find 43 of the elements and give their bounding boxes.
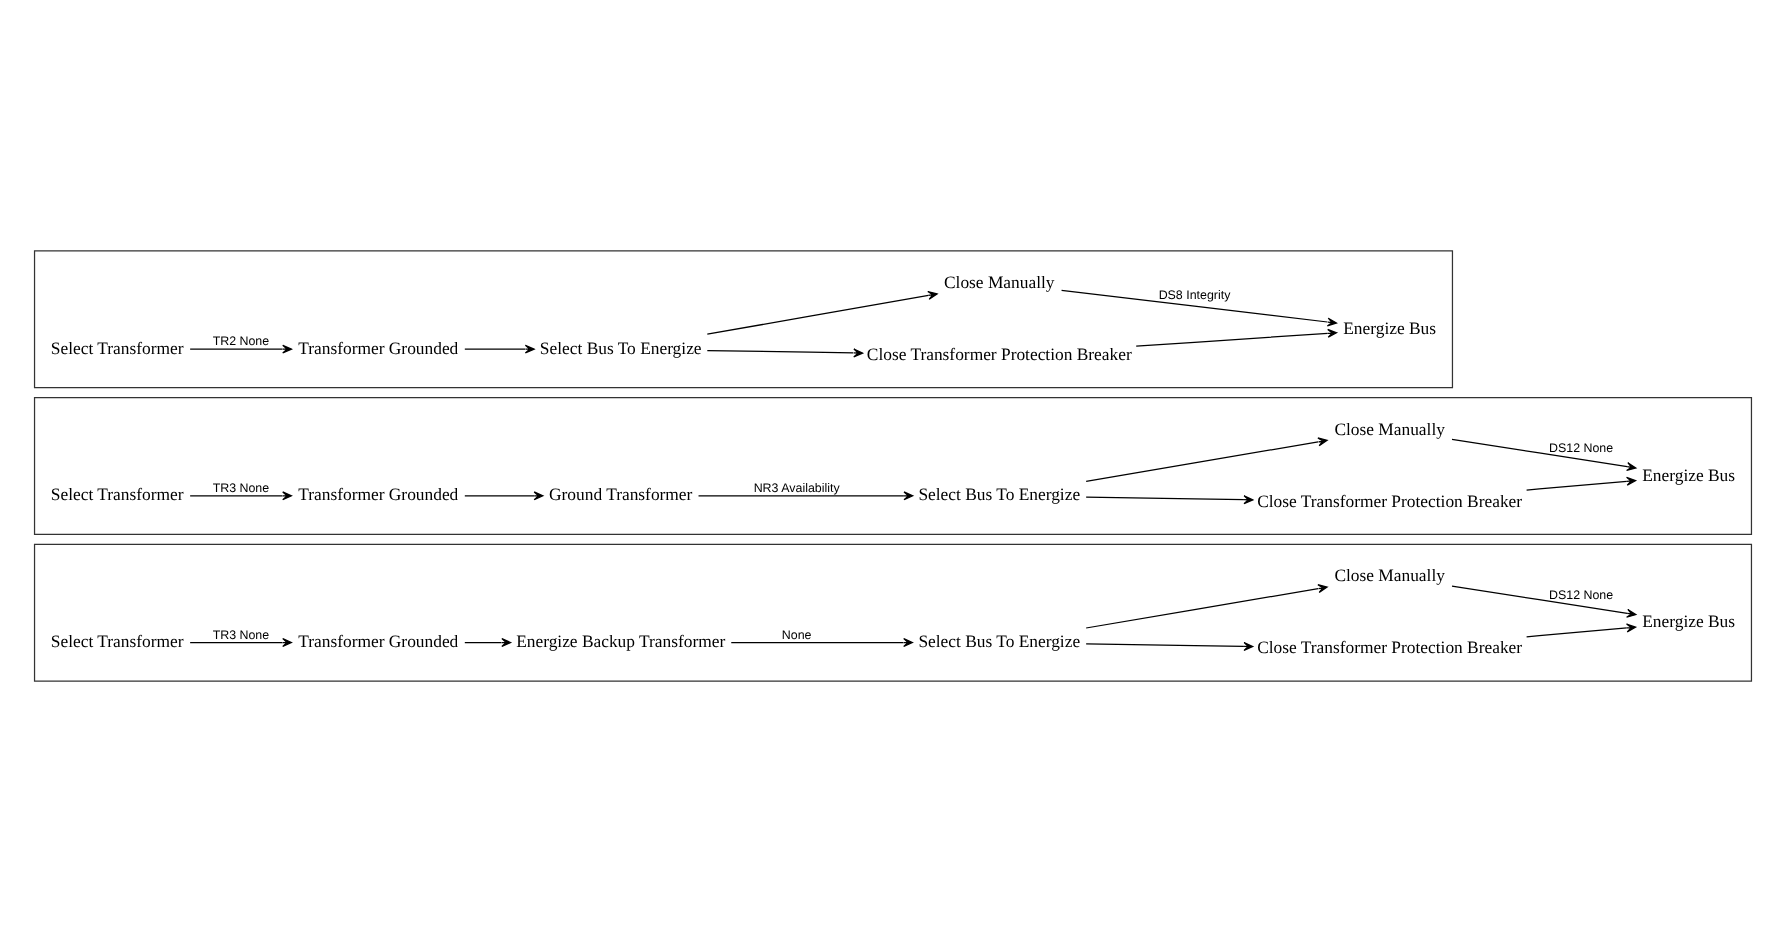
- node-text: Close Manually: [1334, 565, 1445, 586]
- arrow: [697, 491, 914, 501]
- arrow: [1085, 641, 1254, 651]
- node-text: Transformer Grounded: [298, 631, 459, 652]
- node-text: Energize Bus: [1343, 317, 1437, 338]
- arrow: [464, 344, 535, 354]
- node-text: Select Transformer: [50, 484, 184, 505]
- arrow: [1085, 495, 1254, 505]
- arrow: [189, 491, 293, 501]
- arrow: [1085, 584, 1328, 629]
- node-text: Close Transformer Protection Breaker: [866, 343, 1132, 364]
- node-text: Energize Bus: [1642, 464, 1736, 485]
- node-text: Select Bus To Energize: [539, 337, 702, 358]
- node-text: Close Manually: [944, 271, 1055, 292]
- node-text: Close Transformer Protection Breaker: [1257, 637, 1523, 658]
- arrow: [189, 638, 293, 648]
- node-text: Select Bus To Energize: [918, 484, 1081, 505]
- arrow: [706, 290, 938, 335]
- node-text: Transformer Grounded: [298, 484, 459, 505]
- arrow: [1085, 437, 1328, 482]
- cluster: [33, 397, 1753, 535]
- arrow: [189, 344, 293, 354]
- arrow: [1451, 438, 1637, 472]
- cluster: [33, 543, 1753, 682]
- node-text: Select Transformer: [50, 337, 184, 358]
- arrow: [730, 638, 914, 648]
- node-text: Close Transformer Protection Breaker: [1257, 490, 1523, 511]
- arrow: [1060, 289, 1338, 327]
- arrow: [464, 638, 512, 648]
- node-text: Close Manually: [1334, 418, 1445, 439]
- cluster: [33, 250, 1454, 389]
- arrow: [1135, 328, 1338, 347]
- arrow: [464, 491, 544, 501]
- node-text: Energize Bus: [1642, 611, 1736, 632]
- arrow: [706, 348, 864, 358]
- node-text: Ground Transformer: [549, 484, 693, 505]
- node-text: Energize Backup Transformer: [516, 631, 726, 652]
- arrow: [1451, 585, 1637, 618]
- node-text: Select Transformer: [50, 631, 184, 652]
- arrow: [1525, 476, 1637, 491]
- arrow: [1525, 623, 1637, 638]
- node-text: Transformer Grounded: [298, 337, 459, 358]
- node-text: Select Bus To Energize: [918, 631, 1081, 652]
